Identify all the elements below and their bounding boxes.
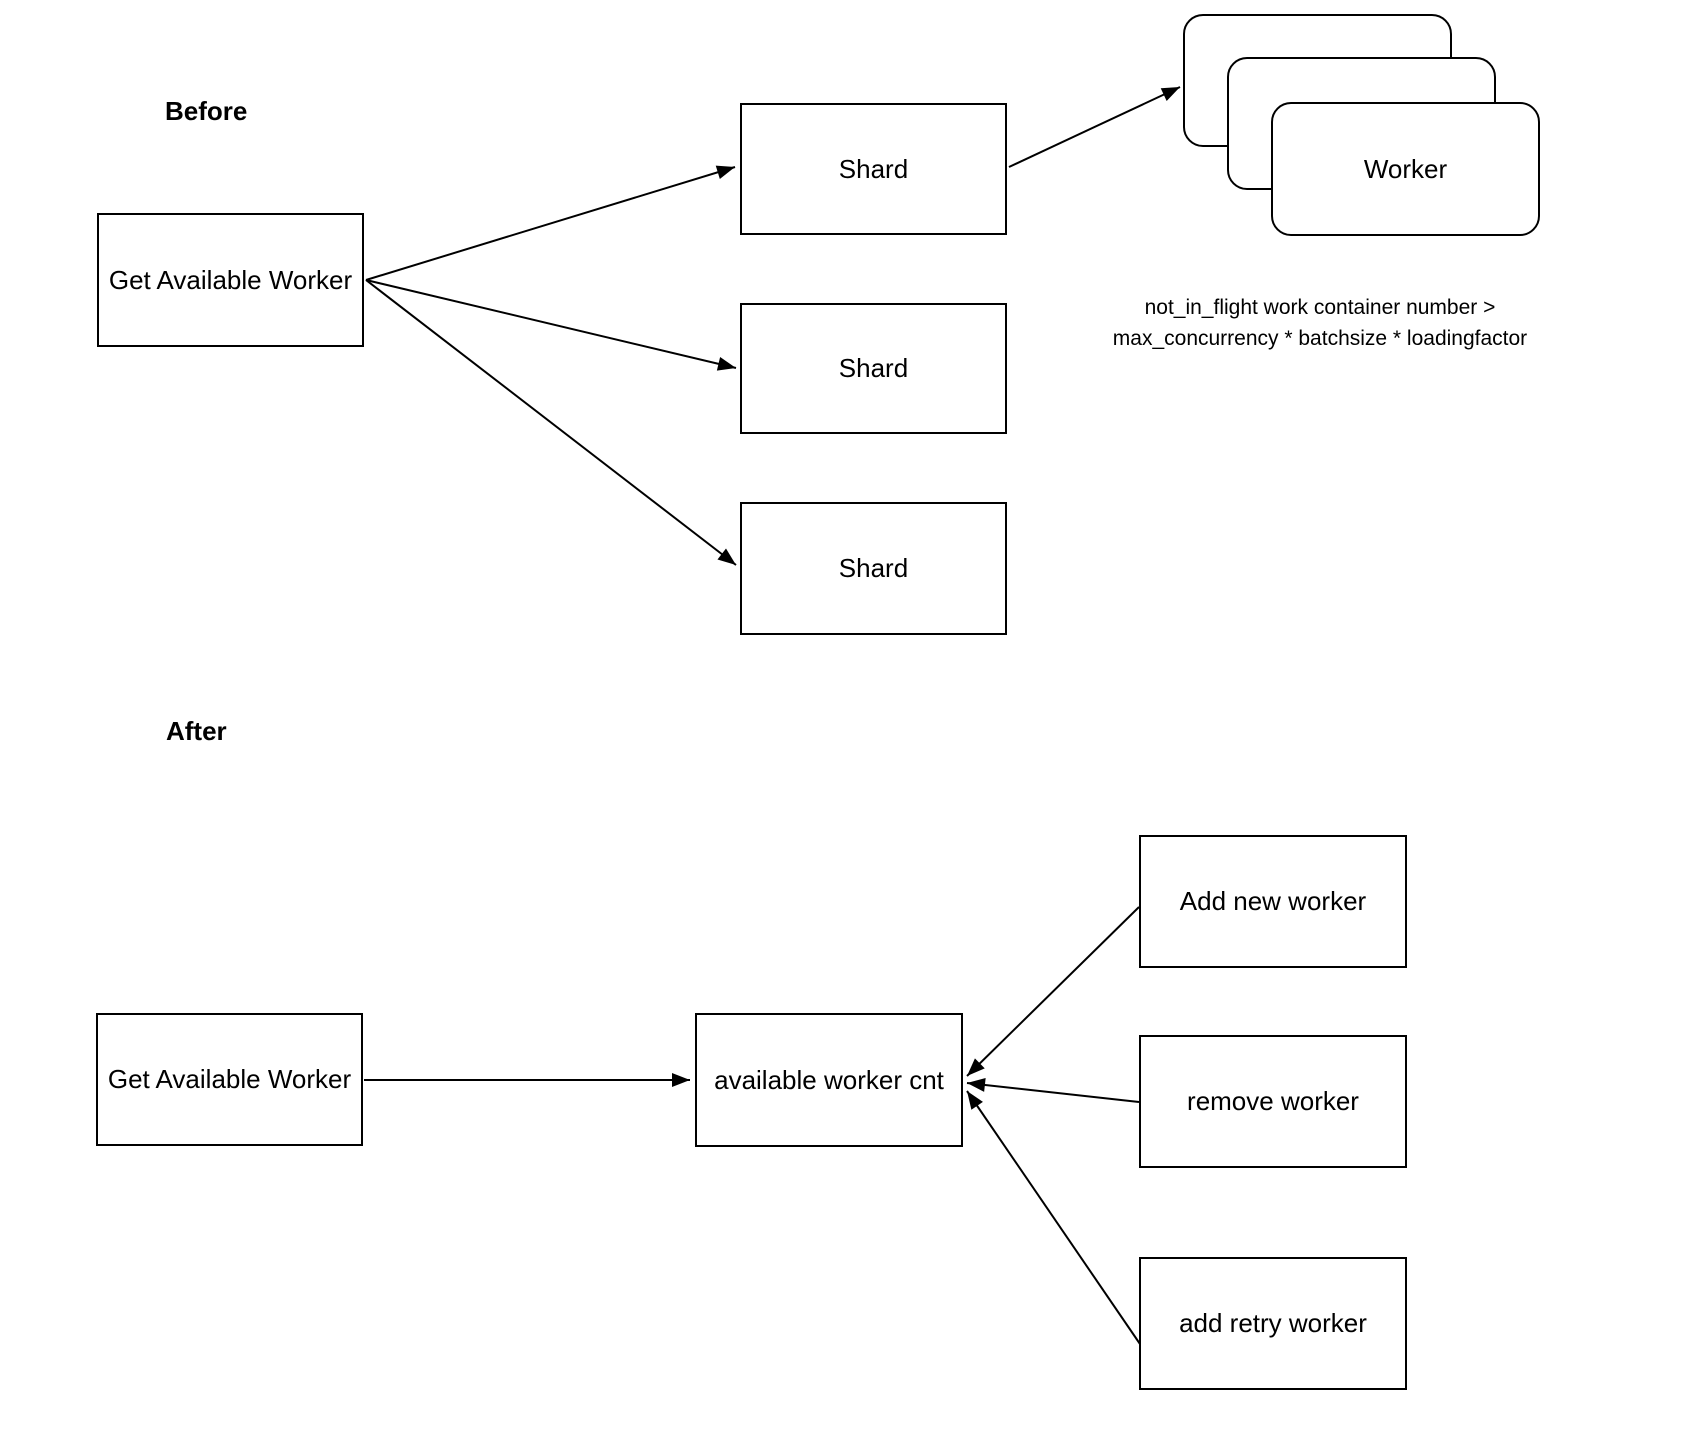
node-get-available-worker-before: Get Available Worker <box>97 213 364 347</box>
worker-condition-caption: not_in_flight work container number > ma… <box>1030 292 1610 354</box>
before-section-label: Before <box>165 96 248 126</box>
after-section-label: After <box>166 716 227 746</box>
arrow-remove-worker-to-counter <box>966 1078 1140 1103</box>
node-worker-stack-card-front: Worker <box>1271 102 1540 236</box>
arrow-shard-1-to-worker-stack <box>1008 86 1181 168</box>
worker-condition-caption-line-1: not_in_flight work container number > <box>1144 296 1496 319</box>
arrow-add-new-worker-to-counter <box>966 906 1140 1077</box>
node-shard-3: Shard <box>740 502 1007 635</box>
node-get-available-worker-after: Get Available Worker <box>96 1013 363 1146</box>
node-shard-1: Shard <box>740 103 1007 235</box>
arrow-before-source-to-shard-1 <box>365 165 736 281</box>
node-available-worker-cnt: available worker cnt <box>695 1013 963 1147</box>
arrow-before-source-to-shard-3 <box>365 279 737 566</box>
node-add-retry-worker: add retry worker <box>1139 1257 1407 1390</box>
worker-condition-caption-line-2: max_concurrency * batchsize * loadingfac… <box>1112 327 1528 350</box>
node-remove-worker: remove worker <box>1139 1035 1407 1168</box>
arrow-before-source-to-shard-2 <box>365 279 737 371</box>
node-shard-2: Shard <box>740 303 1007 434</box>
node-add-new-worker: Add new worker <box>1139 835 1407 968</box>
arrow-add-retry-worker-to-counter <box>966 1090 1141 1345</box>
